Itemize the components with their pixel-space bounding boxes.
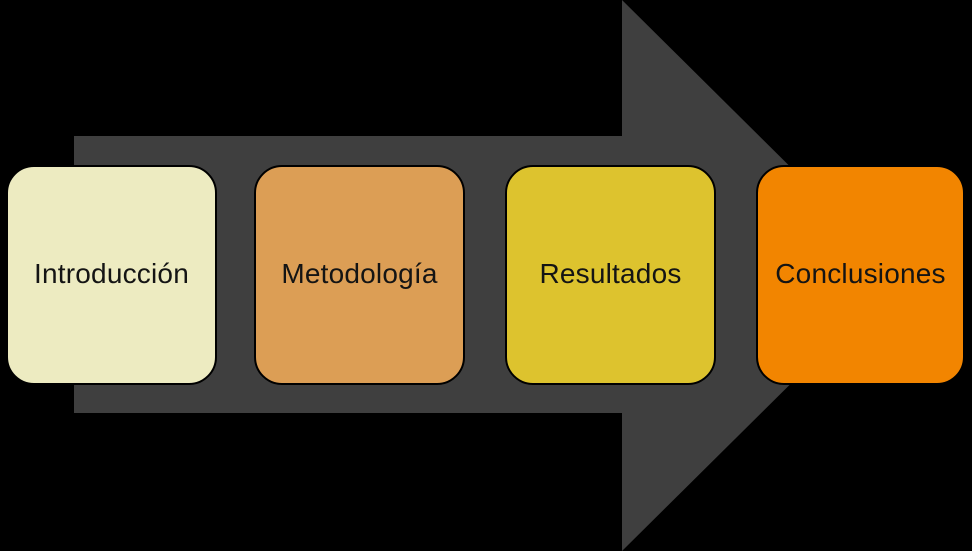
- step-box-introduccion: Introducción: [6, 165, 217, 385]
- step-label-metodologia: Metodología: [281, 258, 438, 289]
- right-arrow-polygon: [74, 0, 900, 551]
- step-label-resultados: Resultados: [539, 258, 682, 289]
- step-label-conclusiones: Conclusiones: [775, 258, 946, 289]
- step-box-resultados: Resultados: [505, 165, 716, 385]
- step-box-metodologia: Metodología: [254, 165, 465, 385]
- step-label-introduccion: Introducción: [34, 258, 189, 289]
- step-box-conclusiones: Conclusiones: [756, 165, 965, 385]
